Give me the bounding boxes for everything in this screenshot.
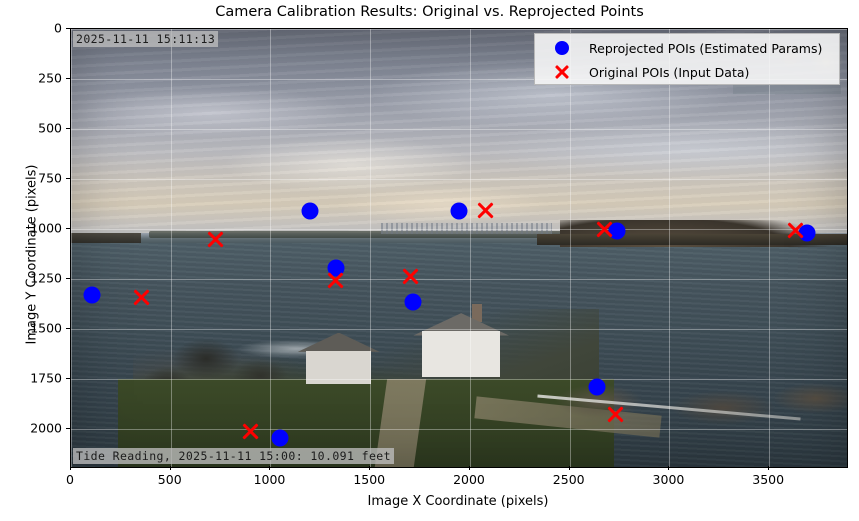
legend-label-reprojected: Reprojected POIs (Estimated Params) <box>589 40 823 56</box>
original-point-marker <box>594 219 615 240</box>
original-point-marker <box>240 421 261 442</box>
y-tick-label: 750 <box>38 170 62 186</box>
outbuilding-body <box>306 350 372 384</box>
tide-overlay: Tide Reading, 2025-11-11 15:00: 10.091 f… <box>73 448 394 464</box>
grid-line-vertical <box>569 29 571 467</box>
grid-line-vertical <box>769 29 771 467</box>
y-tick <box>66 178 70 179</box>
original-point-marker <box>605 404 626 425</box>
x-axis-label: Image X Coordinate (pixels) <box>367 494 549 509</box>
far-shoreline <box>148 231 630 239</box>
x-tick <box>269 466 271 470</box>
grid-line-vertical <box>469 29 471 467</box>
grid-line-vertical <box>170 29 172 467</box>
y-tick <box>66 278 70 279</box>
original-point-marker <box>205 229 226 250</box>
y-tick <box>66 428 70 429</box>
original-point-marker <box>785 220 806 241</box>
grid-line-vertical <box>370 29 372 467</box>
outbuilding <box>296 327 381 384</box>
lighthouse-keeper-house <box>405 303 514 378</box>
y-tick-label: 1750 <box>30 370 62 386</box>
city-skyline <box>381 223 553 234</box>
legend-entry-reprojected[interactable]: Reprojected POIs (Estimated Params) <box>535 35 839 61</box>
y-tick <box>66 378 70 379</box>
grid-line-horizontal <box>71 229 847 230</box>
timestamp-overlay: 2025-11-11 15:11:13 <box>73 31 219 47</box>
grid-line-horizontal <box>71 429 847 430</box>
x-tick <box>768 466 770 470</box>
x-tick-label: 1000 <box>253 472 286 487</box>
grid-line-vertical <box>270 29 272 467</box>
y-axis-label: Image Y Coordinate (pixels) <box>24 164 40 345</box>
y-tick-label: 2000 <box>30 420 62 436</box>
reprojected-point-marker <box>301 202 319 220</box>
x-tick-label: 1500 <box>353 472 386 487</box>
x-tick <box>668 466 670 470</box>
grid-line-horizontal <box>71 379 847 380</box>
plot-axes[interactable]: 2025-11-11 15:11:13 Tide Reading, 2025-1… <box>70 28 848 468</box>
chimney <box>472 304 482 323</box>
reprojected-point-marker <box>588 378 606 396</box>
left-headland <box>71 233 141 243</box>
y-tick <box>66 328 70 329</box>
x-tick-label: 0 <box>66 472 74 487</box>
y-tick <box>66 28 70 29</box>
grid-line-horizontal <box>71 129 847 130</box>
y-tick <box>66 128 70 129</box>
y-tick <box>66 78 70 79</box>
legend-entry-original[interactable]: Original POIs (Input Data) <box>535 59 839 85</box>
blue-circle-icon <box>535 35 589 61</box>
x-tick <box>70 466 71 470</box>
original-point-marker <box>131 287 152 308</box>
x-tick-label: 2500 <box>552 472 585 487</box>
grid-line-horizontal <box>71 279 847 280</box>
x-tick <box>369 466 371 470</box>
camera-watermark-bar <box>733 85 841 94</box>
grid-line-horizontal <box>71 179 847 180</box>
x-tick <box>169 466 171 470</box>
reprojected-point-marker <box>271 429 289 447</box>
grid-line-horizontal <box>71 329 847 330</box>
house-body <box>422 331 501 378</box>
y-tick-label: 500 <box>38 120 62 136</box>
y-tick-label: 1500 <box>30 320 62 336</box>
y-tick-label: 1250 <box>30 270 62 286</box>
axes-inner: 2025-11-11 15:11:13 Tide Reading, 2025-1… <box>71 29 847 467</box>
x-tick <box>468 466 470 470</box>
legend-label-original: Original POIs (Input Data) <box>589 64 750 80</box>
camera-image-background <box>71 29 847 467</box>
red-cross-icon <box>535 59 589 85</box>
x-tick-label: 3000 <box>652 472 685 487</box>
right-island-shore <box>536 233 847 246</box>
x-tick-label: 500 <box>157 472 182 487</box>
original-point-marker <box>400 266 421 287</box>
grid-line-vertical <box>71 29 72 467</box>
chart-title: Camera Calibration Results: Original vs.… <box>215 4 644 20</box>
original-point-marker <box>325 270 346 291</box>
original-point-marker <box>475 200 496 221</box>
reprojected-point-marker <box>83 286 101 304</box>
x-tick-label: 2000 <box>453 472 485 487</box>
y-tick <box>66 228 70 229</box>
y-tick-label: 0 <box>54 20 62 36</box>
grid-line-horizontal <box>71 29 847 30</box>
x-tick-label: 3500 <box>752 472 785 487</box>
image-vignette <box>71 29 847 467</box>
reprojected-point-marker <box>450 202 468 220</box>
chart-legend[interactable]: Reprojected POIs (Estimated Params) Orig… <box>534 33 840 85</box>
reprojected-point-marker <box>404 293 422 311</box>
y-tick-label: 1000 <box>30 220 62 236</box>
x-tick <box>568 466 570 470</box>
grid-line-horizontal <box>71 79 847 80</box>
grid-line-vertical <box>669 29 671 467</box>
y-tick-label: 250 <box>38 70 62 86</box>
